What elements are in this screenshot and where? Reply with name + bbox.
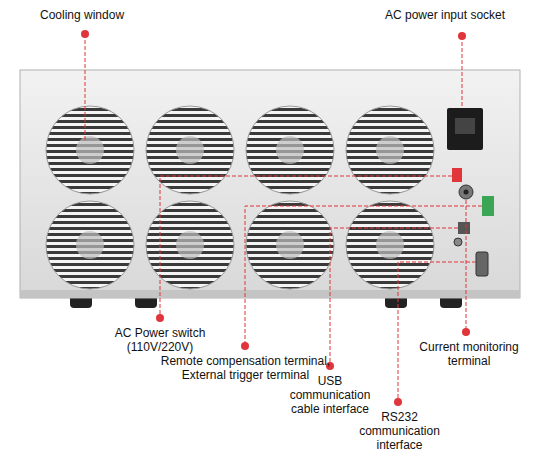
usb-label: USB communication cable interface bbox=[284, 374, 376, 416]
power-switch-label: AC Power switch (110V/220V) bbox=[105, 326, 215, 354]
cooling-label: Cooling window bbox=[40, 8, 160, 22]
remote-terminal-label: Remote compensation terminal, External t… bbox=[158, 354, 333, 382]
power-socket-label: AC power input socket bbox=[385, 8, 530, 22]
rs232-label: RS232 communication interface bbox=[352, 410, 447, 452]
monitor-label: Current monitoring terminal bbox=[410, 340, 528, 368]
